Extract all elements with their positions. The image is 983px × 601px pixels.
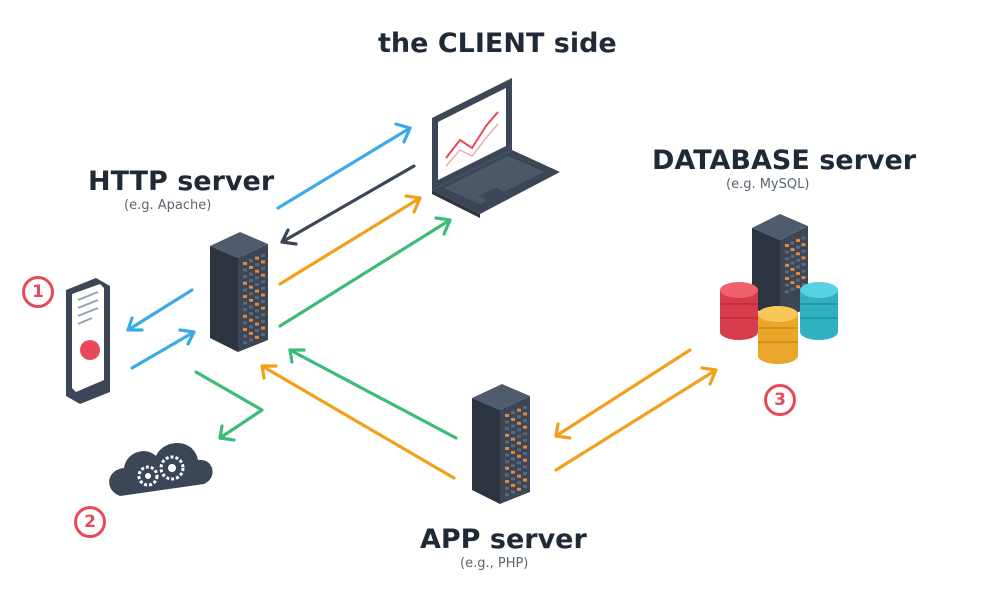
step-2-badge: 2 bbox=[74, 506, 106, 538]
database-server-icon bbox=[752, 214, 808, 320]
step-3-badge: 3 bbox=[764, 384, 796, 416]
flow-arrows bbox=[126, 122, 718, 480]
http-server-icon bbox=[210, 232, 268, 352]
phone-icon bbox=[66, 278, 110, 404]
http-server-title: HTTP server bbox=[88, 166, 275, 197]
app-server-icon bbox=[472, 384, 530, 504]
laptop-icon bbox=[432, 78, 560, 218]
client-side-title: the CLIENT side bbox=[378, 28, 617, 59]
cloud-gears-icon bbox=[109, 442, 213, 496]
step-1-badge: 1 bbox=[22, 276, 54, 308]
app-server-title: APP server bbox=[420, 524, 587, 555]
app-server-subtitle: (e.g., PHP) bbox=[460, 556, 529, 571]
database-icon bbox=[720, 282, 838, 364]
database-server-subtitle: (e.g. MySQL) bbox=[726, 177, 810, 192]
http-server-subtitle: (e.g. Apache) bbox=[124, 198, 212, 213]
database-server-title: DATABASE server bbox=[652, 145, 917, 176]
